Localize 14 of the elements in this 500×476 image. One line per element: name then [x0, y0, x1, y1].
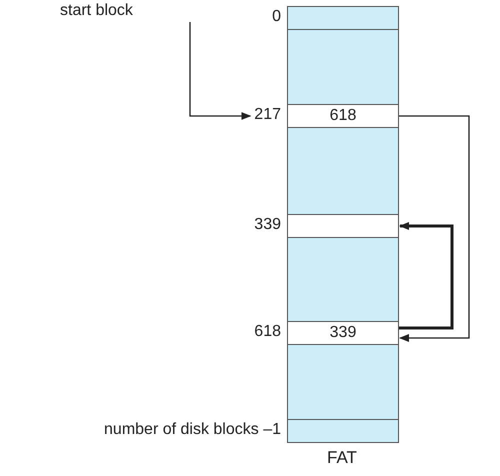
row-index: 618	[254, 322, 281, 342]
row-index: number of disk blocks –1	[104, 420, 281, 440]
row-index: 0	[272, 7, 281, 27]
table-row	[287, 214, 399, 238]
row-index: 217	[254, 105, 281, 125]
arrow	[189, 22, 252, 120]
table-row: 618	[287, 104, 399, 128]
arrow	[399, 115, 470, 342]
label-text: start block	[60, 2, 133, 20]
table-heading: FAT	[327, 448, 357, 468]
row-index: 339	[254, 215, 281, 235]
table-row: 339	[287, 321, 399, 345]
table-column	[287, 6, 399, 443]
arrow	[399, 222, 454, 330]
